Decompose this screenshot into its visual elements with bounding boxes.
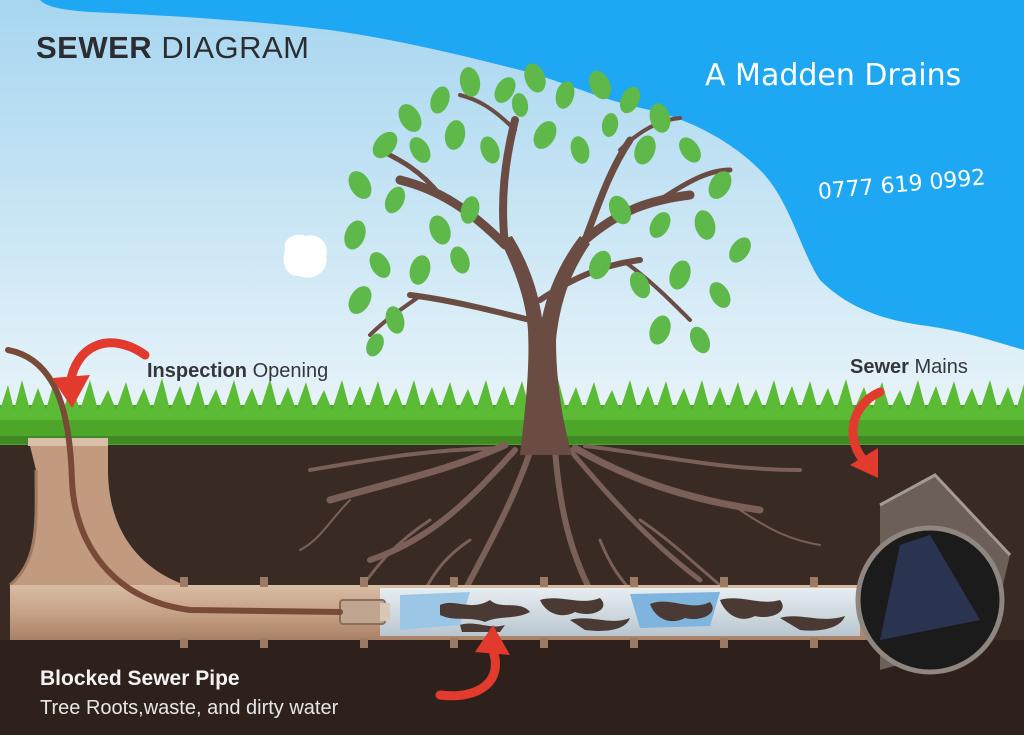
inspection-bold: Inspection xyxy=(147,360,248,382)
inspection-camera xyxy=(339,599,386,625)
main-pipe xyxy=(10,577,880,648)
soil-lower xyxy=(0,640,1024,735)
inspection-opening-label: Inspection Opening xyxy=(147,360,328,383)
sewer-mains-label: Sewer Mains xyxy=(850,356,968,379)
arrow-blocked-head xyxy=(475,625,510,655)
tree-branches xyxy=(368,93,733,337)
sewer-mains-pipe xyxy=(855,473,1012,675)
arrow-inspection-head xyxy=(52,375,90,408)
tree-leaves xyxy=(344,63,751,357)
inspection-rest: Opening xyxy=(252,360,329,382)
title-rest: DIAGRAM xyxy=(161,30,310,65)
diagram-title: SEWER DIAGRAM xyxy=(36,30,310,66)
inspection-cable xyxy=(5,347,343,615)
tree-trunk xyxy=(500,236,590,455)
arrow-mains-head xyxy=(850,448,878,478)
mains-rest: Mains xyxy=(914,356,968,378)
title-bold: SEWER xyxy=(36,30,153,65)
arrow-inspection xyxy=(65,338,150,390)
mains-bold: Sewer xyxy=(850,356,909,378)
tree-roots xyxy=(299,441,821,603)
brand-name: A Madden Drains xyxy=(705,58,962,93)
arrow-mains xyxy=(848,387,885,467)
blue-overpaint xyxy=(40,0,1024,350)
blocked-pipe-title: Blocked Sewer Pipe xyxy=(40,667,240,690)
white-blob xyxy=(283,234,327,278)
arrow-blocked xyxy=(435,643,500,701)
blocked-pipe-subtitle: Tree Roots,waste, and dirty water xyxy=(40,697,339,719)
